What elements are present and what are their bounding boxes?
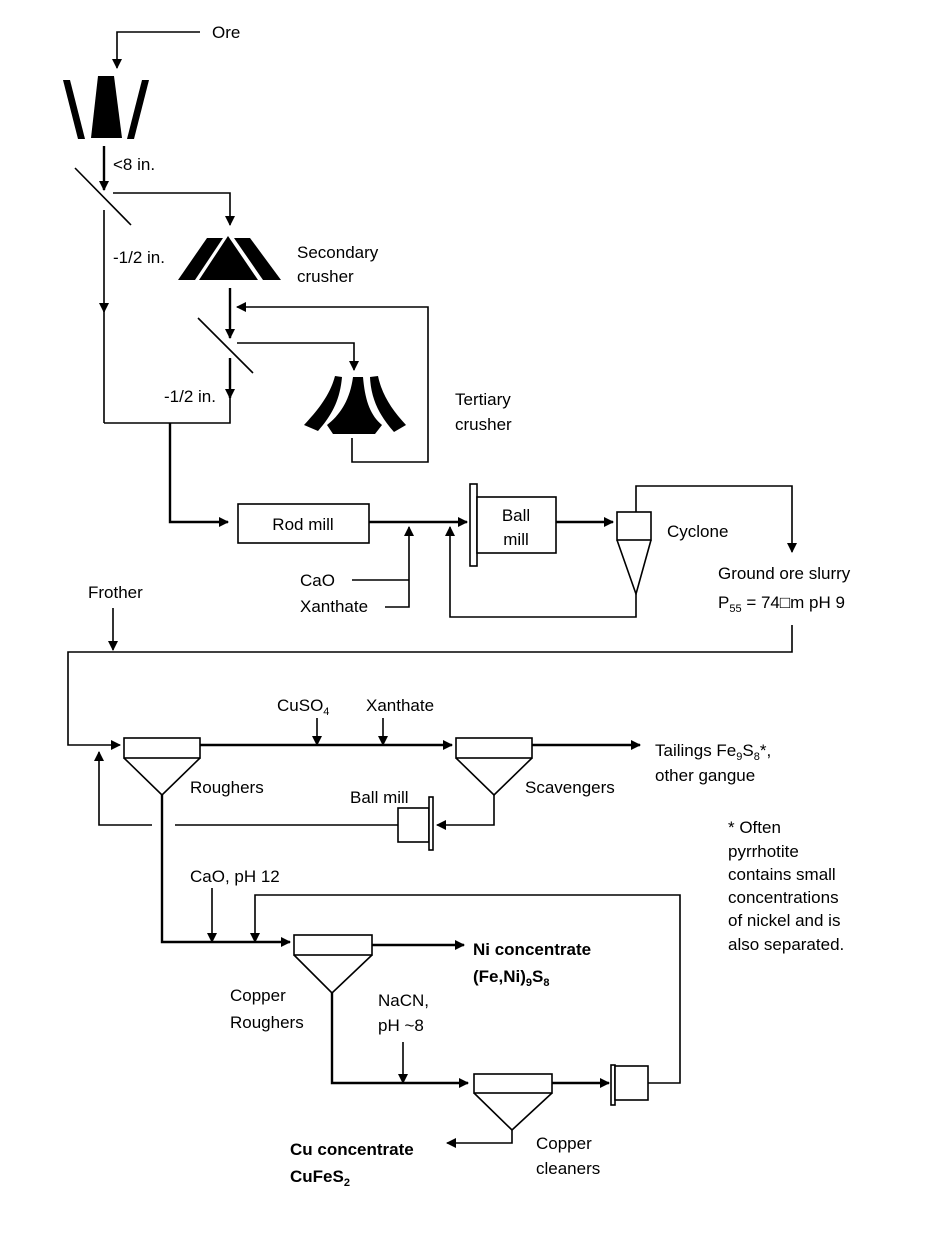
regrind-return-arrow <box>94 751 152 826</box>
secondary-crusher-label-1: Secondary <box>297 243 379 262</box>
xanthate-label-2: Xanthate <box>366 696 434 715</box>
tertiary-crusher-icon <box>304 376 406 434</box>
screen-1-oversize-line <box>113 192 235 226</box>
tailings-a: Tailings Fe <box>655 741 736 760</box>
regrind-mill-flange <box>428 796 434 851</box>
rougher-concentrate-line <box>160 795 291 947</box>
slurry-to-roughers-line <box>67 625 793 750</box>
slurry-p: P <box>718 593 729 612</box>
tertiary-crusher-label-2: crusher <box>455 415 512 434</box>
xanthate-label-1: Xanthate <box>300 597 368 616</box>
oversize-label: <8 in. <box>113 155 155 174</box>
rod-mill-box <box>237 503 370 544</box>
tertiary-crusher-label-1: Tertiary <box>455 390 511 409</box>
regrind-mill-box <box>397 807 430 843</box>
secondary-crusher-icon <box>178 236 281 280</box>
screen-2-undersize-label: -1/2 in. <box>164 387 216 406</box>
slurry-spec-label: P55 = 74□m pH 9 <box>718 593 845 615</box>
cuso4-sub: 4 <box>323 706 329 718</box>
ni-formula-label: (Fe,Ni)9S8 <box>473 967 549 989</box>
tailings-b: S <box>742 741 753 760</box>
slurry-rest: = 74□m pH 9 <box>742 593 845 612</box>
primary-crusher-icon <box>63 76 149 139</box>
copper-cleaners-cell-icon <box>473 1073 553 1132</box>
screen-2-oversize-line <box>237 342 359 371</box>
cyclone-icon <box>616 511 652 597</box>
ball-mill-label-1: Ball <box>502 506 530 525</box>
cu-concentrate-line <box>446 1130 513 1148</box>
roughers-label: Roughers <box>190 778 264 797</box>
cao-ph12-label: CaO, pH 12 <box>190 867 280 886</box>
cu-formula-a: CuFeS <box>290 1167 344 1186</box>
footnote-line: concentrations <box>728 888 839 907</box>
cuso4-label: CuSO4 <box>277 696 329 718</box>
cyclone-label: Cyclone <box>667 522 728 541</box>
tailings-sub2: 8 <box>754 751 760 763</box>
nacn-label-1: NaCN, <box>378 991 429 1010</box>
reagent-feed-line <box>385 526 414 608</box>
scavengers-cell-icon <box>455 737 533 797</box>
copper-rougher-concentrate-line <box>330 993 469 1088</box>
screen-1-undersize-label: -1/2 in. <box>113 248 165 267</box>
footnote-line: * Often <box>728 818 781 837</box>
ni-formula-a: (Fe,Ni) <box>473 967 526 986</box>
cu-formula-label: CuFeS2 <box>290 1167 350 1189</box>
footnote-line: of nickel and is <box>728 911 840 930</box>
ni-formula-sub2: 8 <box>543 977 549 989</box>
cao-label: CaO <box>300 571 335 590</box>
rod-mill-feed-line <box>168 423 229 527</box>
cuso4-main: CuSO <box>277 696 323 715</box>
frother-label: Frother <box>88 583 143 602</box>
footnote: * Often pyrrhotite contains small concen… <box>728 818 844 954</box>
ni-formula-b: S <box>532 967 543 986</box>
copper-roughers-label-2: Roughers <box>230 1013 304 1032</box>
ground-ore-slurry-label: Ground ore slurry <box>718 564 851 583</box>
screen-1-icon <box>74 167 132 226</box>
ball-mill-box <box>476 496 557 554</box>
regrind-ball-mill-label: Ball mill <box>350 788 409 807</box>
footnote-line: contains small <box>728 865 836 884</box>
secondary-crusher-label-2: crusher <box>297 267 354 286</box>
copper-cleaners-label-1: Copper <box>536 1134 592 1153</box>
slurry-p-sub: 55 <box>729 603 741 615</box>
scavenger-concentrate-line <box>436 795 495 830</box>
ball-mill-label-2: mill <box>503 530 529 549</box>
scavengers-label: Scavengers <box>525 778 615 797</box>
cyclone-overflow-line <box>635 485 797 553</box>
rod-mill-label: Rod mill <box>272 515 333 534</box>
ore-feed-line <box>112 31 200 69</box>
ni-concentrate-label: Ni concentrate <box>473 940 591 959</box>
roughers-cell-icon <box>123 737 201 797</box>
fines-merge-line <box>104 398 231 424</box>
nacn-label-2: pH ~8 <box>378 1016 424 1035</box>
cu-concentrate-label: Cu concentrate <box>290 1140 414 1159</box>
cleaner-recycle-line <box>250 894 681 1084</box>
copper-cleaners-label-2: cleaners <box>536 1159 600 1178</box>
ball-mill-flange <box>469 483 478 567</box>
cyclone-underflow-line <box>445 526 637 618</box>
ore-label: Ore <box>212 23 240 42</box>
tailings-label-2: other gangue <box>655 766 755 785</box>
tailings-c: *, <box>760 741 771 760</box>
footnote-line: pyrrhotite <box>728 842 799 861</box>
screen-2-icon <box>197 317 254 374</box>
tertiary-recycle-line <box>236 302 429 463</box>
cu-formula-sub: 2 <box>344 1177 350 1189</box>
cleaner-mill-box <box>614 1065 649 1101</box>
copper-roughers-label-1: Copper <box>230 986 286 1005</box>
tailings-label: Tailings Fe9S8*, <box>655 741 771 763</box>
copper-roughers-cell-icon <box>293 934 373 995</box>
tailings-sub1: 9 <box>736 751 742 763</box>
ni-formula-sub1: 9 <box>526 977 532 989</box>
footnote-line: also separated. <box>728 935 844 954</box>
